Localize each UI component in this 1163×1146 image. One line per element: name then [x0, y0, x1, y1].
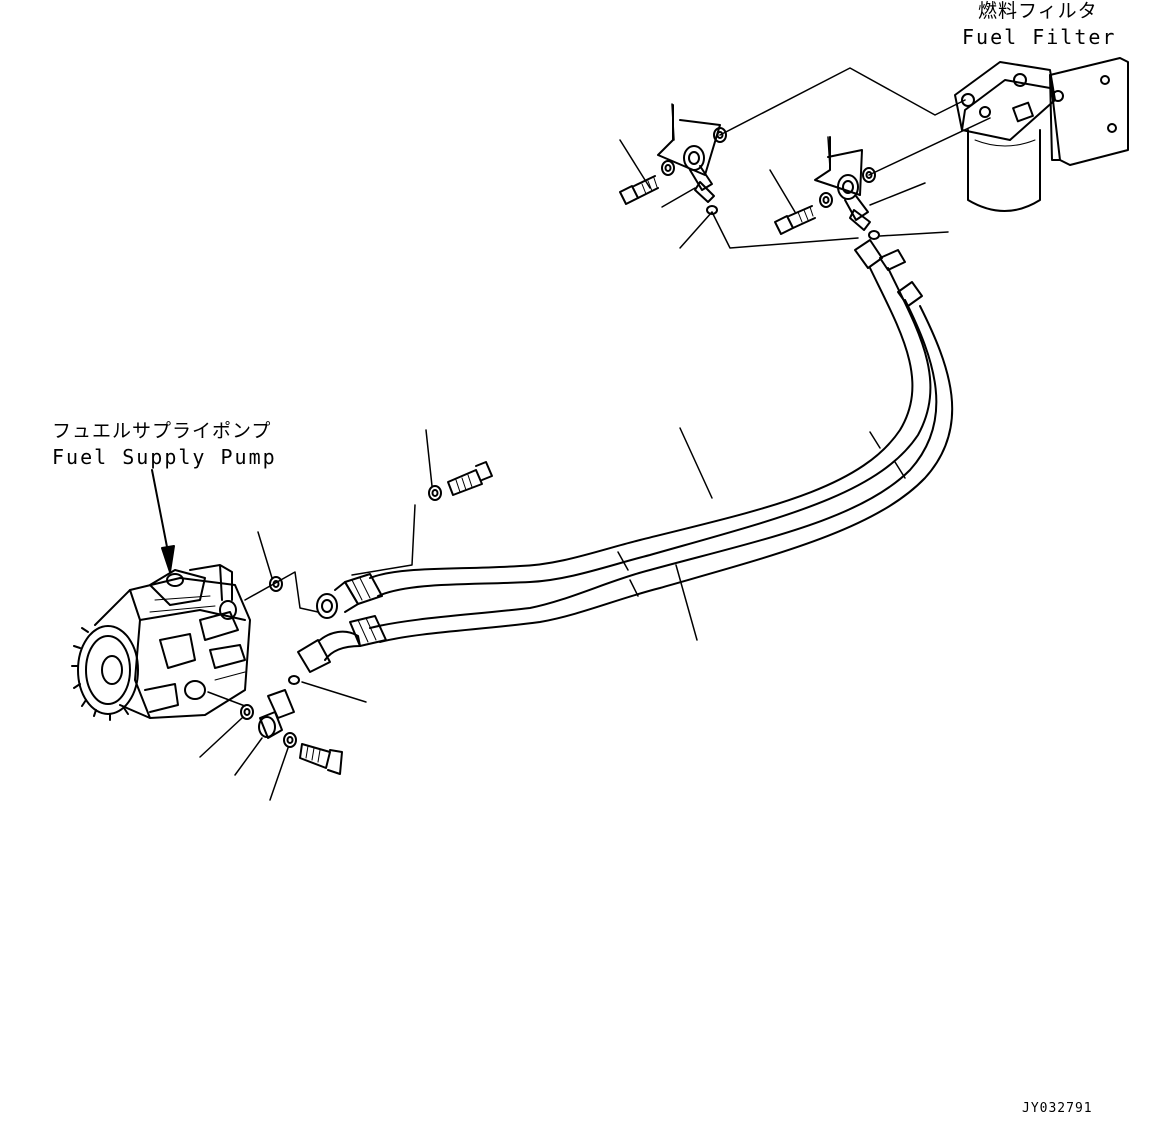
fuel-supply-pump-label-jp: フュエルサプライポンプ — [52, 420, 272, 442]
fuel-filter-label-jp: 燃料フィルタ — [978, 0, 1098, 22]
fuel-hose-upper — [316, 239, 932, 619]
drawing-code: JY032791 — [1022, 1101, 1093, 1116]
fuel-filter — [954, 57, 1129, 212]
pump-o-ring — [288, 675, 367, 703]
pump-washer-lower — [199, 691, 254, 758]
fuel-supply-pump-label-en: Fuel Supply Pump — [52, 445, 277, 469]
fuel-hose-lower — [297, 299, 954, 673]
upper-hose-bolt — [428, 461, 493, 501]
supply-pump-arrow — [151, 469, 175, 573]
pump-washer-upper — [244, 531, 319, 613]
leader-lines-hose — [351, 427, 713, 641]
banjo-fitting-right — [774, 136, 880, 240]
banjo-fitting-left — [619, 104, 727, 215]
pump-connector — [234, 689, 295, 776]
fuel-supply-pump — [71, 564, 251, 721]
fuel-filter-label-en: Fuel Filter — [962, 25, 1117, 49]
leader-lines-top — [619, 67, 991, 249]
pump-bolt — [269, 732, 343, 801]
